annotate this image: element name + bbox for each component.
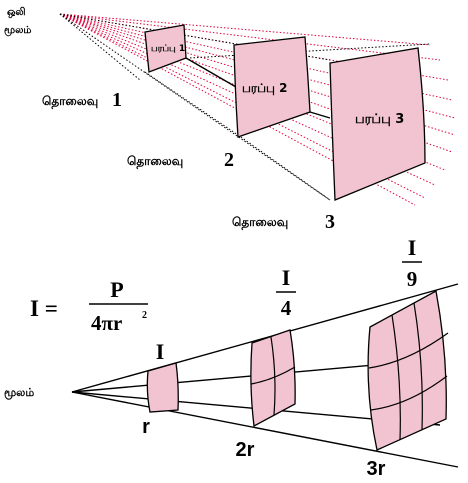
top-source-label-line2: மூலம் xyxy=(4,25,31,36)
formula-lhs: I = xyxy=(30,296,58,321)
intensity-2r-numerator: I xyxy=(282,265,291,290)
radius-r: r xyxy=(142,416,150,438)
bottom-diagram: மூலம் I = P 4πr 2 I I 4 I 9 r 2r 3r xyxy=(4,235,458,480)
intensity-formula: I = P 4πr 2 xyxy=(30,277,148,335)
distance-1: தொலைவு 1 xyxy=(42,89,122,111)
distance-2-number: 2 xyxy=(224,149,234,171)
intensity-r: I xyxy=(156,339,165,364)
bottom-source-label: மூலம் xyxy=(4,386,34,400)
radius-2r: 2r xyxy=(236,439,255,461)
radius-3r: 3r xyxy=(367,458,386,480)
intensity-3r-numerator: I xyxy=(408,235,417,260)
surface-2-label: பரப்பு 2 xyxy=(242,81,288,95)
top-diagram: பரப்பு 1 பரப்பு 2 பரப்பு 3 ஒலி மூலம் தொல… xyxy=(4,6,455,233)
distance-1-word: தொலைவு xyxy=(42,94,98,109)
intensity-3r-denominator: 9 xyxy=(407,267,418,291)
distance-3-number: 3 xyxy=(325,211,335,233)
formula-exponent: 2 xyxy=(142,310,147,321)
distance-3-word: தொலைவு xyxy=(232,215,288,230)
distance-1-number: 1 xyxy=(112,89,122,111)
top-source-label-line1: ஒலி xyxy=(7,6,26,18)
formula-denominator: 4πr xyxy=(91,311,122,335)
distance-2: தொலைவு 2 xyxy=(127,149,234,171)
distance-2-word: தொலைவு xyxy=(127,154,183,169)
surface-1-label: பரப்பு 1 xyxy=(151,44,185,54)
distance-3: தொலைவு 3 xyxy=(232,211,335,233)
area-3r xyxy=(368,291,446,450)
intensity-3r: I 9 xyxy=(402,235,422,291)
surface-3-label: பரப்பு 3 xyxy=(355,112,404,127)
area-r xyxy=(147,363,178,412)
intensity-2r-denominator: 4 xyxy=(281,296,292,320)
formula-numerator: P xyxy=(110,277,123,302)
intensity-2r: I 4 xyxy=(276,265,296,320)
